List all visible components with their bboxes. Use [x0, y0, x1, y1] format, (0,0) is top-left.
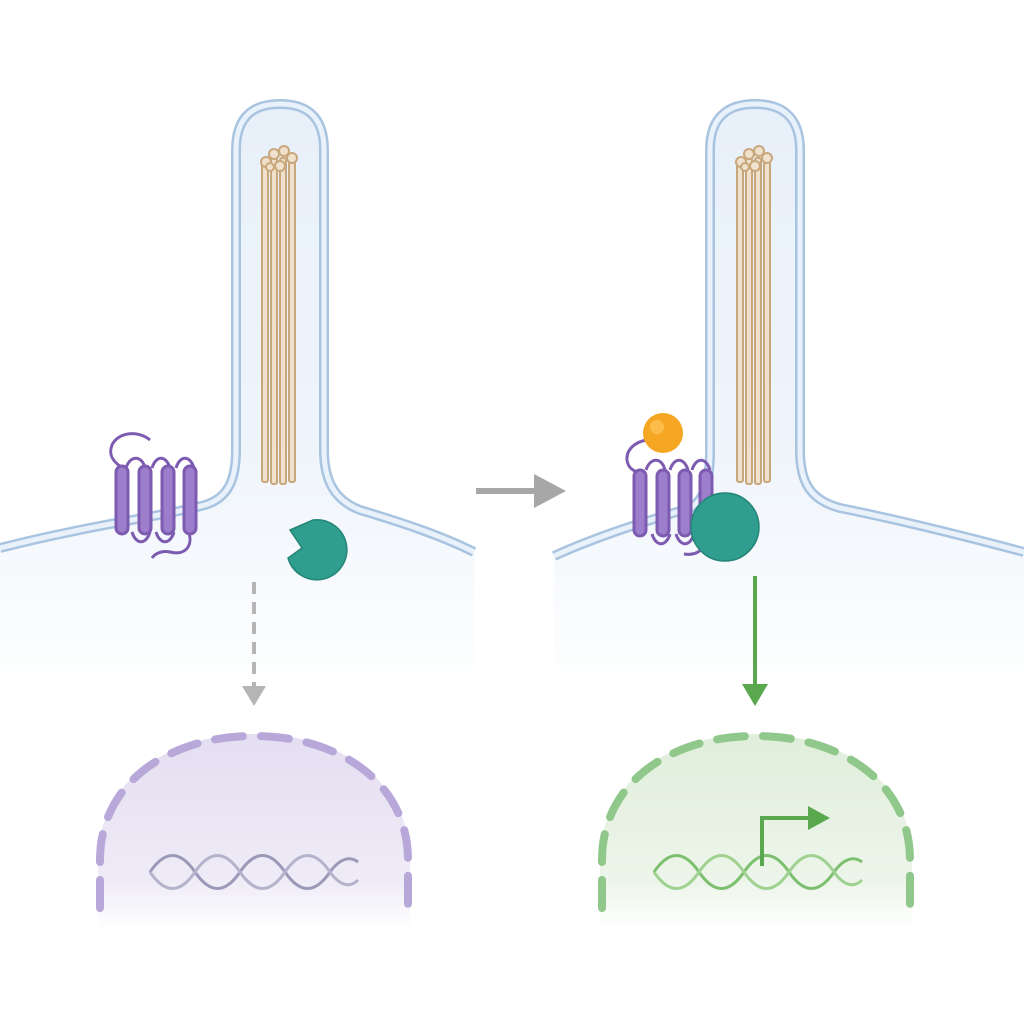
cell-membrane-inner-left [0, 101, 476, 555]
dna-left [148, 854, 360, 890]
nucleus-left [98, 734, 410, 930]
signal-arrowhead-dashed [242, 686, 266, 706]
nuclear-envelope-left [96, 731, 412, 912]
nuclear-envelope-right [598, 731, 914, 912]
signal-arrowhead-solid [742, 684, 768, 706]
nucleus-right [600, 734, 912, 930]
transition-arrow [476, 474, 566, 508]
effector-protein-left [287, 519, 348, 581]
receptor-left [109, 432, 198, 559]
panel-inactive [0, 99, 477, 930]
ligand [643, 413, 683, 453]
effector-protein-right [690, 492, 760, 562]
axoneme-left [260, 145, 298, 485]
panel-active [551, 99, 1024, 930]
transcription-start-arrow [760, 806, 830, 866]
cytoplasm-right [554, 104, 1024, 700]
axoneme-right [735, 145, 773, 485]
